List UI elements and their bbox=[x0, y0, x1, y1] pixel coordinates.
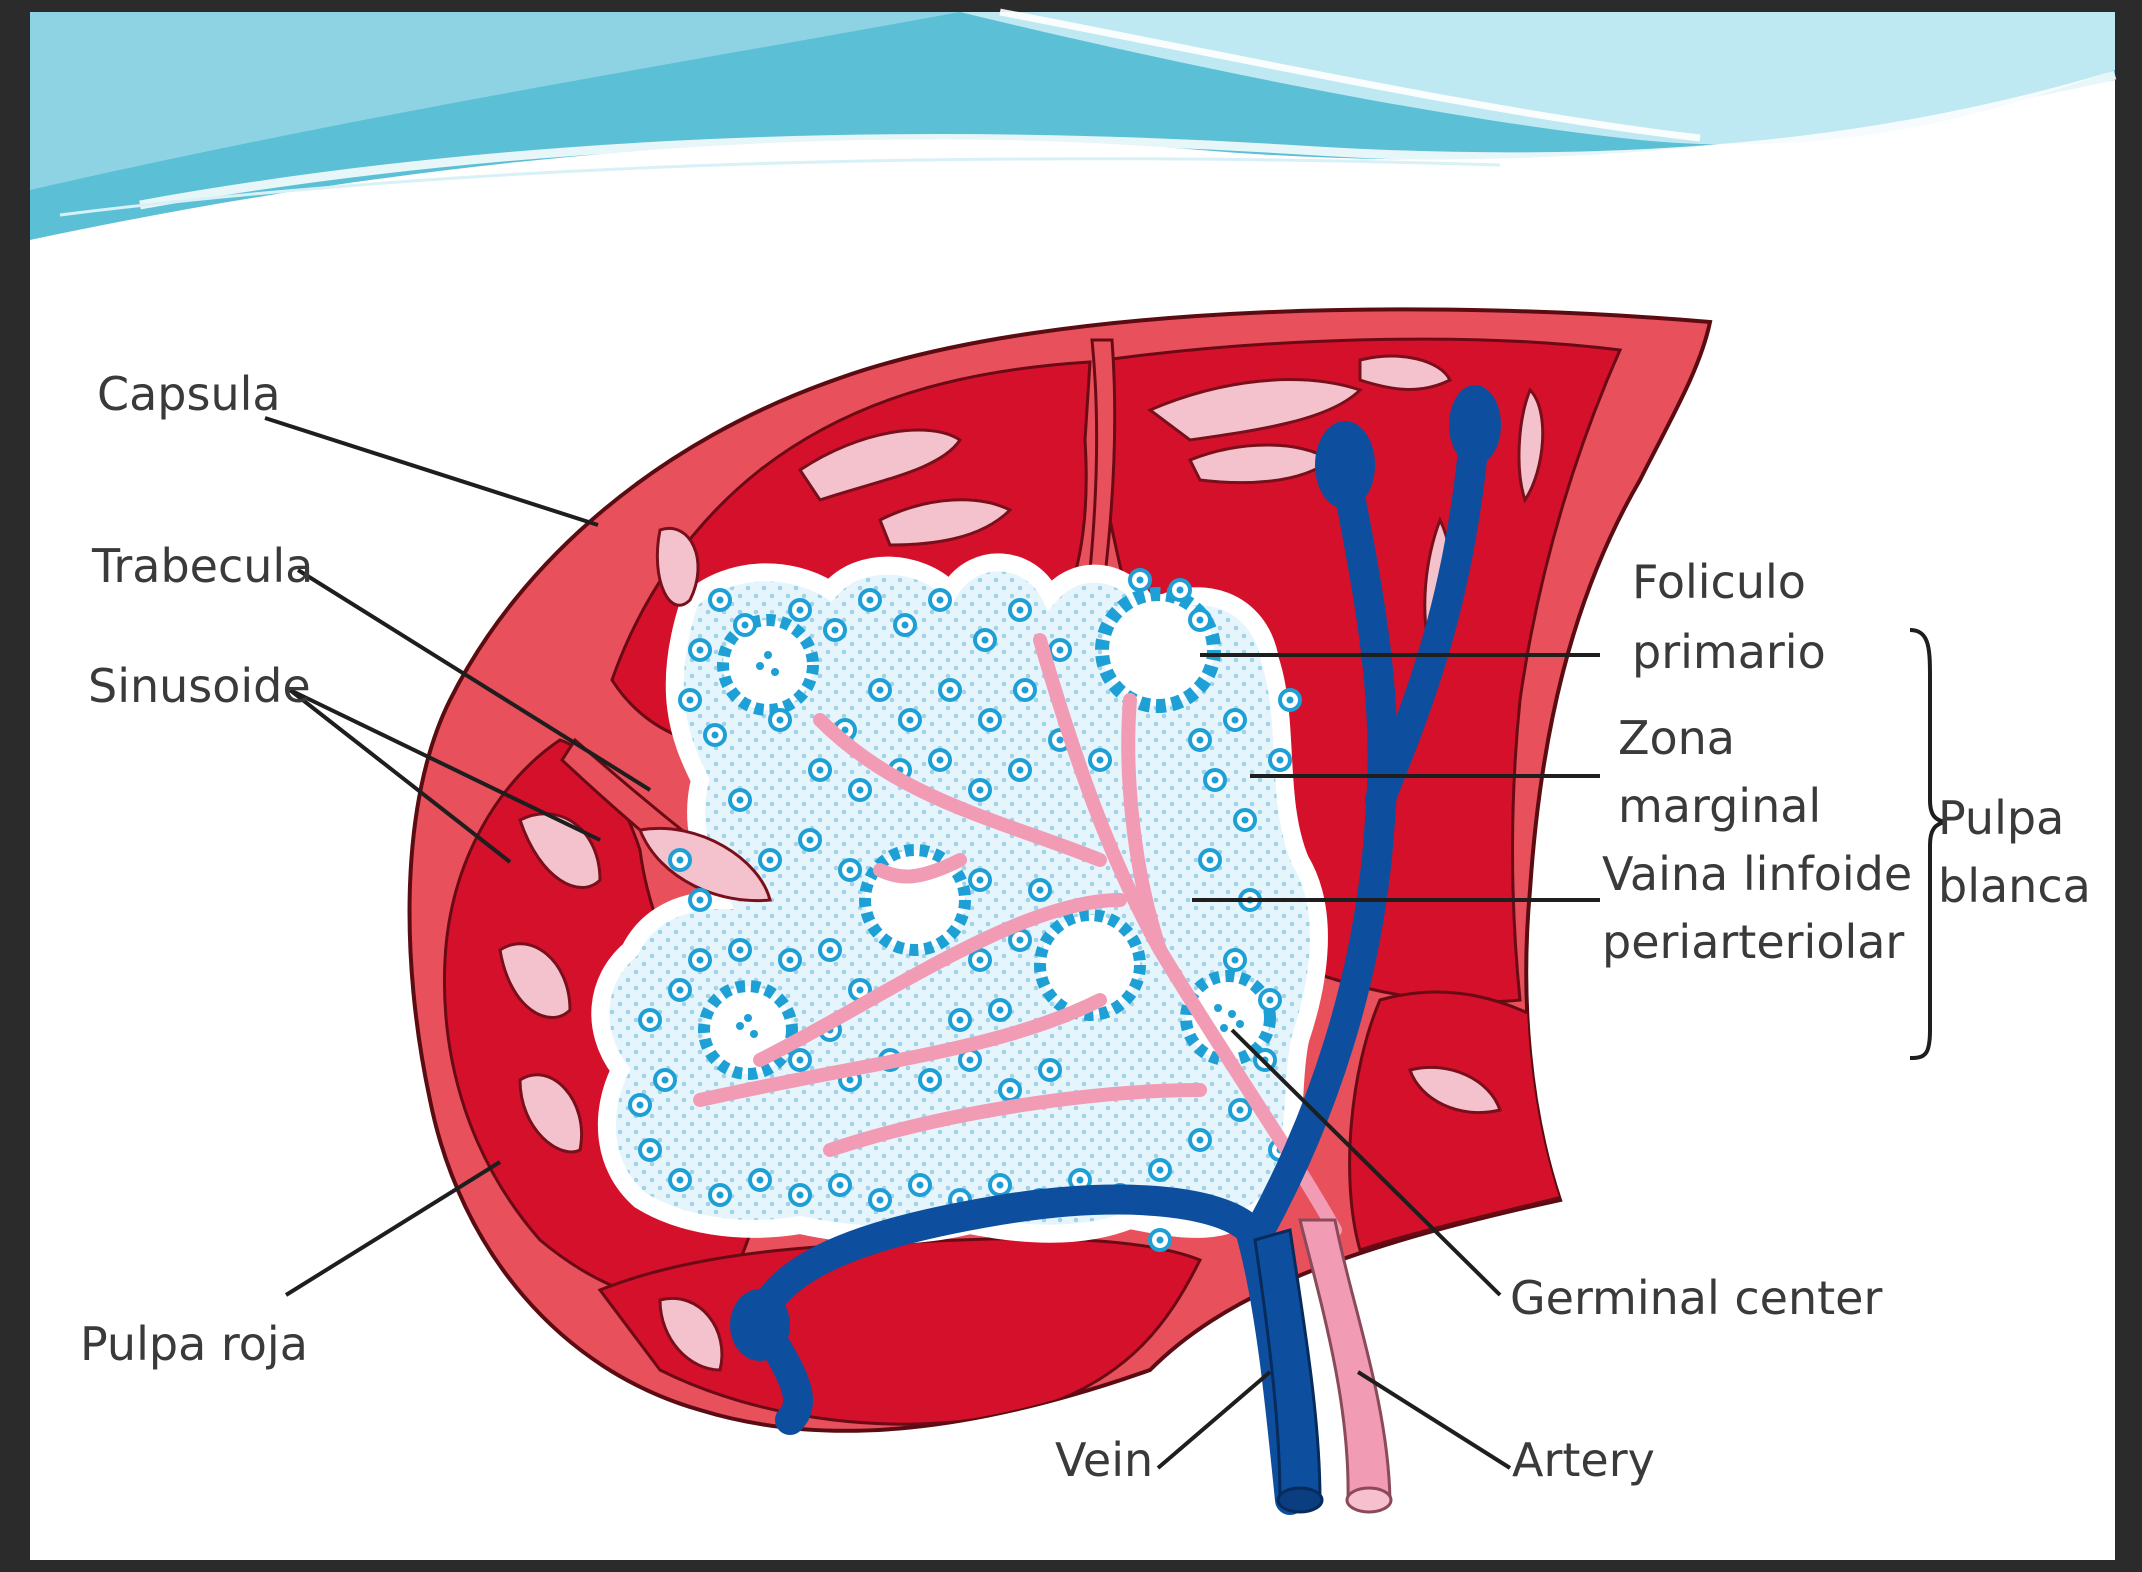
lymphocyte-nucleus bbox=[1207, 857, 1214, 864]
label-pulpa-blanca-line1: Pulpa bbox=[1938, 791, 2064, 845]
lymphocyte-nucleus bbox=[797, 1057, 804, 1064]
lymphocyte-nucleus bbox=[997, 1007, 1004, 1014]
lymphocyte-nucleus bbox=[847, 1077, 854, 1084]
lymphocyte-nucleus bbox=[847, 867, 854, 874]
lymphocyte-nucleus bbox=[817, 767, 824, 774]
lymphocyte-nucleus bbox=[1197, 1137, 1204, 1144]
label-vein: Vein bbox=[1055, 1433, 1153, 1487]
label-pulpa-roja: Pulpa roja bbox=[80, 1317, 308, 1371]
label-foliculo-line2: primario bbox=[1632, 625, 1826, 679]
lymphocyte-nucleus bbox=[742, 622, 749, 629]
lymphocyte-nucleus bbox=[1037, 887, 1044, 894]
label-zona-line1: Zona bbox=[1618, 711, 1735, 765]
lymphocyte-nucleus bbox=[957, 1017, 964, 1024]
lymphocyte-nucleus bbox=[712, 732, 719, 739]
lymphocyte-nucleus bbox=[1232, 717, 1239, 724]
follicle-upper-left bbox=[723, 620, 813, 710]
label-capsula: Capsula bbox=[97, 367, 281, 421]
lymphocyte-nucleus bbox=[787, 957, 794, 964]
lymphocyte-nucleus bbox=[1232, 957, 1239, 964]
lymphocyte-nucleus bbox=[827, 947, 834, 954]
lymphocyte-nucleus bbox=[907, 717, 914, 724]
lymphocyte-nucleus bbox=[877, 1197, 884, 1204]
label-sinusoide: Sinusoide bbox=[88, 659, 311, 713]
lymphocyte-nucleus bbox=[867, 597, 874, 604]
lymphocyte-nucleus bbox=[1022, 687, 1029, 694]
label-zona-line2: marginal bbox=[1618, 779, 1821, 833]
lymphocyte-nucleus bbox=[857, 787, 864, 794]
lymphocyte-nucleus bbox=[757, 1177, 764, 1184]
lymphocyte-nucleus bbox=[1137, 577, 1144, 584]
lymphocyte-nucleus bbox=[1057, 647, 1064, 654]
lymphocyte-nucleus bbox=[737, 947, 744, 954]
lymphocyte-nucleus bbox=[1267, 997, 1274, 1004]
lymphocyte-nucleus bbox=[677, 1177, 684, 1184]
lymphocyte-nucleus bbox=[1237, 1107, 1244, 1114]
label-germinal-center: Germinal center bbox=[1510, 1271, 1882, 1325]
label-artery: Artery bbox=[1512, 1433, 1655, 1487]
lymphocyte-nucleus bbox=[637, 1102, 644, 1109]
lymphocyte-nucleus bbox=[1157, 1237, 1164, 1244]
lymphocyte-nucleus bbox=[737, 797, 744, 804]
lymphocyte-nucleus bbox=[902, 622, 909, 629]
lymphocyte-nucleus bbox=[797, 607, 804, 614]
lymphocyte-nucleus bbox=[937, 597, 944, 604]
lymphocyte-nucleus bbox=[1017, 607, 1024, 614]
lymphocyte-nucleus bbox=[837, 1182, 844, 1189]
lymphocyte-nucleus bbox=[697, 647, 704, 654]
lymphocyte-nucleus bbox=[687, 697, 694, 704]
lymphocyte-nucleus bbox=[1157, 1167, 1164, 1174]
lymphocyte-nucleus bbox=[1212, 777, 1219, 784]
label-vaina-line2: periarteriolar bbox=[1602, 915, 1904, 969]
lymphocyte-nucleus bbox=[982, 637, 989, 644]
lymphocyte-nucleus bbox=[832, 627, 839, 634]
lymphocyte-nucleus bbox=[1277, 757, 1284, 764]
label-foliculo-line1: Foliculo bbox=[1632, 555, 1806, 609]
lymphocyte-nucleus bbox=[647, 1147, 654, 1154]
label-trabecula: Trabecula bbox=[91, 539, 313, 593]
lymphocyte-nucleus bbox=[1047, 1067, 1054, 1074]
lymphocyte-nucleus bbox=[977, 877, 984, 884]
lymphocyte-nucleus bbox=[877, 687, 884, 694]
lymphocyte-nucleus bbox=[937, 757, 944, 764]
follicle-lower-left bbox=[704, 986, 792, 1074]
lymphocyte-nucleus bbox=[767, 857, 774, 864]
lymphocyte-nucleus bbox=[967, 1057, 974, 1064]
lymphocyte-nucleus bbox=[1197, 617, 1204, 624]
lymphocyte-nucleus bbox=[987, 717, 994, 724]
label-pulpa-blanca-line2: blanca bbox=[1938, 859, 2091, 913]
lymphocyte-nucleus bbox=[717, 1192, 724, 1199]
lymphocyte-nucleus bbox=[857, 987, 864, 994]
lymphocyte-nucleus bbox=[1177, 587, 1184, 594]
lymphocyte-nucleus bbox=[977, 787, 984, 794]
lymphocyte-nucleus bbox=[807, 837, 814, 844]
lymphocyte-nucleus bbox=[1242, 817, 1249, 824]
lymphocyte-nucleus bbox=[947, 687, 954, 694]
lymphocyte-nucleus bbox=[647, 1017, 654, 1024]
lymphocyte-nucleus bbox=[697, 897, 704, 904]
lymphocyte-nucleus bbox=[1057, 737, 1064, 744]
lymphocyte-nucleus bbox=[977, 957, 984, 964]
lymphocyte-nucleus bbox=[1097, 757, 1104, 764]
lymphocyte-nucleus bbox=[1017, 937, 1024, 944]
lymphocyte-nucleus bbox=[697, 957, 704, 964]
lymphocyte-nucleus bbox=[1077, 1177, 1084, 1184]
lymphocyte-nucleus bbox=[662, 1077, 669, 1084]
lymphocyte-nucleus bbox=[1017, 767, 1024, 774]
lymphocyte-nucleus bbox=[677, 987, 684, 994]
lymphocyte-nucleus bbox=[927, 1077, 934, 1084]
lymphocyte-nucleus bbox=[777, 717, 784, 724]
lymphocyte-nucleus bbox=[1197, 737, 1204, 744]
lymphocyte-nucleus bbox=[797, 1192, 804, 1199]
lymphocyte-nucleus bbox=[997, 1182, 1004, 1189]
lymphocyte-nucleus bbox=[677, 857, 684, 864]
lymphocyte-nucleus bbox=[1007, 1087, 1014, 1094]
lymphocyte-nucleus bbox=[1287, 697, 1294, 704]
lymphocyte-nucleus bbox=[917, 1182, 924, 1189]
lymphocyte-nucleus bbox=[717, 597, 724, 604]
label-vaina-line1: Vaina linfoide bbox=[1602, 847, 1912, 901]
